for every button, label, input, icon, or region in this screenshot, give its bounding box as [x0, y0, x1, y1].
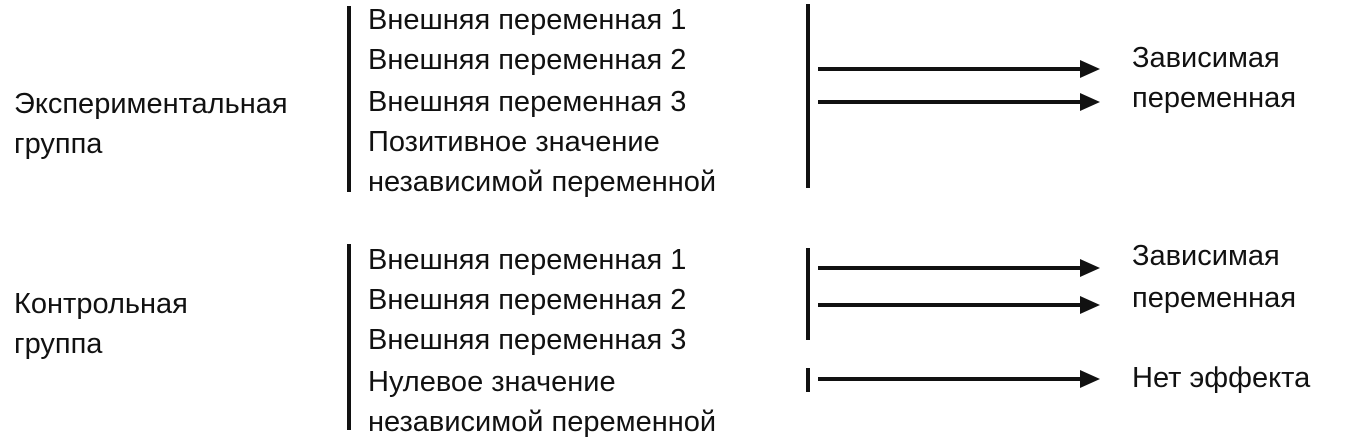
control-item-2: Внешняя переменная 2: [368, 284, 687, 316]
experimental-group-label-line-2: группа: [14, 128, 103, 160]
experimental-item-4: Позитивное значение: [368, 126, 660, 158]
control-arrow-1: [818, 259, 1100, 277]
control-item-5: независимой переменной: [368, 406, 717, 438]
control-outcome-line-2: переменная: [1132, 282, 1297, 314]
control-item-1: Внешняя переменная 1: [368, 244, 687, 276]
control-left-bracket-bar: [347, 244, 351, 430]
control-item-3: Внешняя переменная 3: [368, 324, 687, 356]
control-outcome-line-1: Зависимая: [1132, 240, 1280, 272]
experimental-right-bracket-bar: [806, 4, 810, 188]
control-item-4: Нулевое значение: [368, 366, 616, 398]
control-no-effect-arrow: [818, 370, 1100, 388]
experimental-outcome-line-2: переменная: [1132, 82, 1297, 114]
experimental-item-1: Внешняя переменная 1: [368, 4, 687, 36]
control-group-label-line-1: Контрольная: [14, 288, 188, 320]
control-group-label-line-2: группа: [14, 328, 103, 360]
no-effect-label: Нет эффекта: [1132, 362, 1311, 394]
control-right-bracket-bar: [806, 248, 810, 340]
experimental-arrow-2: [818, 93, 1100, 111]
experimental-item-3: Внешняя переменная 3: [368, 86, 687, 118]
experimental-outcome-line-1: Зависимая: [1132, 42, 1280, 74]
experimental-group-label-line-1: Экспериментальная: [14, 88, 288, 120]
control-arrow-2: [818, 296, 1100, 314]
experimental-item-5: независимой переменной: [368, 166, 717, 198]
experimental-arrow-1: [818, 60, 1100, 78]
experimental-item-2: Внешняя переменная 2: [368, 44, 687, 76]
control-no-effect-tick: [806, 368, 810, 392]
experimental-left-bracket-bar: [347, 6, 351, 192]
